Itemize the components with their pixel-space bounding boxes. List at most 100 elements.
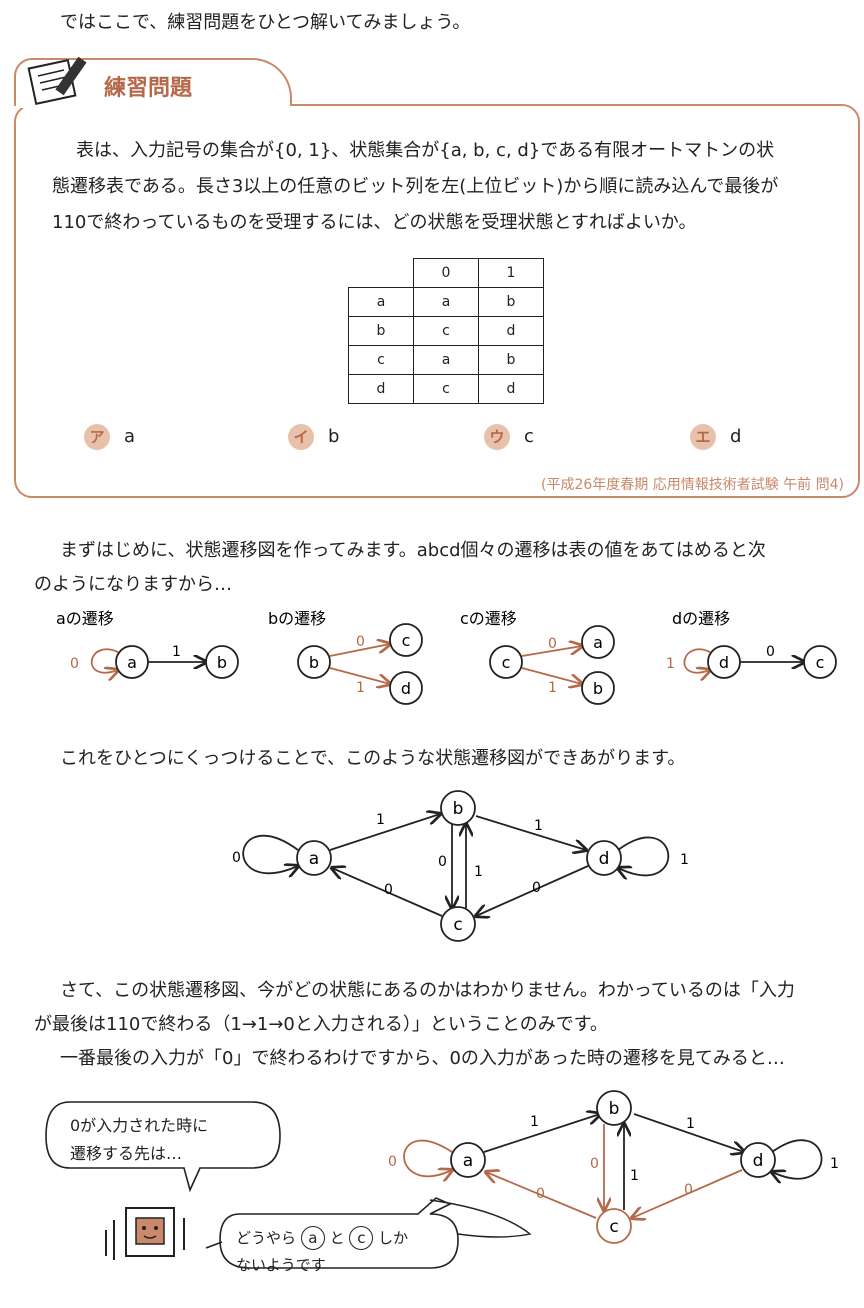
state-transition-table: 0 1 a a b b c d c a b d c d bbox=[348, 258, 544, 404]
edge-label: 0 bbox=[70, 656, 79, 672]
question-line-2: 態遷移表である。長さ3以上の任意のビット列を左(上位ビット)から順に読み込んで最… bbox=[52, 176, 779, 197]
edge-label: 0 bbox=[388, 1154, 397, 1170]
state-label: c bbox=[502, 653, 511, 672]
state-node bbox=[389, 671, 423, 705]
edge-label: 1 bbox=[376, 812, 385, 828]
edge-label: 0 bbox=[548, 636, 557, 652]
edge-d-d-1 bbox=[618, 836, 670, 875]
state-node bbox=[740, 1142, 776, 1178]
explain3-line-1: さて、この状態遷移図、今がどの状態にあるのかはわかりません。わかっているのは「入… bbox=[60, 980, 795, 1001]
table-cell: c bbox=[348, 345, 414, 375]
edge-label: 0 bbox=[536, 1186, 545, 1202]
choice-mark: ア bbox=[84, 424, 110, 450]
state-label: d bbox=[719, 653, 729, 672]
table-header-cell bbox=[349, 259, 414, 288]
state-node bbox=[205, 645, 239, 679]
choice-mark: ウ bbox=[484, 424, 510, 450]
state-label: b bbox=[593, 679, 603, 698]
edge-c-a-0 bbox=[332, 868, 443, 917]
edge-b-d-1 bbox=[329, 667, 390, 684]
table-cell: c bbox=[413, 316, 479, 346]
edge-label: 0 bbox=[232, 850, 241, 866]
edge-a-a-0 bbox=[403, 1139, 452, 1177]
edge-label: 0 bbox=[384, 882, 393, 898]
state-label: b bbox=[217, 653, 227, 672]
state-label: a bbox=[309, 849, 319, 869]
speech-bubble-2 bbox=[205, 1197, 532, 1269]
edge-label: 1 bbox=[474, 864, 483, 880]
exercise-box bbox=[14, 104, 860, 498]
table-header-cell: 0 bbox=[413, 258, 479, 288]
table-header-cell: 1 bbox=[478, 258, 544, 288]
question-line-1: 表は、入力記号の集合が{0, 1}、状態集合が{a, b, c, d}である有限… bbox=[76, 140, 775, 161]
explain3-line-2: が最後は110で終わる（1→1→0と入力される）」ということのみです。 bbox=[34, 1014, 608, 1035]
table-row: d c d bbox=[348, 374, 544, 404]
edge-label: 1 bbox=[356, 680, 365, 696]
state-label: c bbox=[402, 631, 411, 650]
bubble2-post: しか bbox=[378, 1229, 409, 1247]
choice-label: a bbox=[124, 426, 136, 447]
table-cell: b bbox=[478, 345, 544, 375]
state-node bbox=[586, 840, 622, 876]
state-node bbox=[581, 625, 615, 659]
edge-a-b-1 bbox=[483, 1114, 600, 1153]
choice-label: d bbox=[730, 426, 742, 447]
edge-label: 1 bbox=[630, 1168, 639, 1184]
edge-label: 1 bbox=[172, 644, 181, 660]
state-label: a bbox=[127, 653, 137, 672]
edge-label: 1 bbox=[666, 656, 675, 672]
edge-d-c-0 bbox=[476, 865, 589, 916]
edge-label: 1 bbox=[830, 1156, 839, 1172]
edge-d-d-1 bbox=[683, 648, 710, 672]
mini-title-b: bの遷移 bbox=[268, 609, 326, 628]
edge-label: 0 bbox=[356, 634, 365, 650]
table-cell: d bbox=[478, 316, 544, 346]
edge-c-a-0 bbox=[486, 1172, 597, 1219]
state-node bbox=[581, 671, 615, 705]
mini-title-d: dの遷移 bbox=[672, 609, 730, 628]
mini-title-a: aの遷移 bbox=[56, 609, 114, 628]
state-node bbox=[596, 1090, 632, 1126]
choice-label: c bbox=[524, 426, 534, 447]
table-header-row: 0 1 bbox=[349, 258, 544, 288]
bubble1-line-2: 遷移する先は… bbox=[70, 1144, 183, 1163]
speech-bubble-1 bbox=[45, 1101, 281, 1193]
edge-b-d-1 bbox=[633, 1113, 744, 1152]
mini-title-c: cの遷移 bbox=[460, 609, 517, 628]
state-label: c bbox=[609, 1217, 618, 1237]
state-node bbox=[596, 1208, 632, 1244]
state-node bbox=[450, 1142, 486, 1178]
edge-label: 1 bbox=[530, 1114, 539, 1130]
state-label: c bbox=[453, 915, 462, 935]
mini-transition-diagrams: aの遷移 bの遷移 cの遷移 dの遷移 0 a 1 b b 0 1 c d c … bbox=[56, 609, 837, 705]
exercise-title: 練習問題 bbox=[104, 76, 193, 101]
state-label: b bbox=[609, 1099, 620, 1119]
state-node bbox=[440, 790, 476, 826]
state-node bbox=[389, 623, 423, 657]
table-cell: a bbox=[413, 287, 479, 317]
combined-state-diagram: 0 1 1 0 1 0 0 1 a b d c bbox=[232, 790, 689, 942]
table-cell: c bbox=[413, 374, 479, 404]
edge-a-a-0 bbox=[90, 648, 118, 672]
state-label: a bbox=[463, 1151, 473, 1171]
explain1-line-1: まずはじめに、状態遷移図を作ってみます。abcd個々の遷移は表の値をあてはめると… bbox=[60, 540, 766, 561]
choice-mark: エ bbox=[690, 424, 716, 450]
state-label: d bbox=[599, 849, 610, 869]
state-label: d bbox=[753, 1151, 764, 1171]
explain2-text: これをひとつにくっつけることで、このような状態遷移図ができあがります。 bbox=[60, 748, 686, 769]
edge-label: 1 bbox=[680, 852, 689, 868]
edge-b-d-1 bbox=[475, 815, 586, 850]
state-label: b bbox=[453, 799, 464, 819]
edge-label: 1 bbox=[534, 818, 543, 834]
state-badge-a: a bbox=[300, 1226, 325, 1250]
edge-c-a-0 bbox=[521, 646, 582, 657]
edge-c-b-1 bbox=[521, 667, 582, 684]
edge-d-c-0 bbox=[632, 1169, 743, 1218]
state-node bbox=[296, 840, 332, 876]
explain3-line-3: 一番最後の入力が「0」で終わるわけですから、0の入力があった時の遷移を見てみると… bbox=[60, 1048, 785, 1069]
state-badge-c: c bbox=[349, 1226, 374, 1250]
